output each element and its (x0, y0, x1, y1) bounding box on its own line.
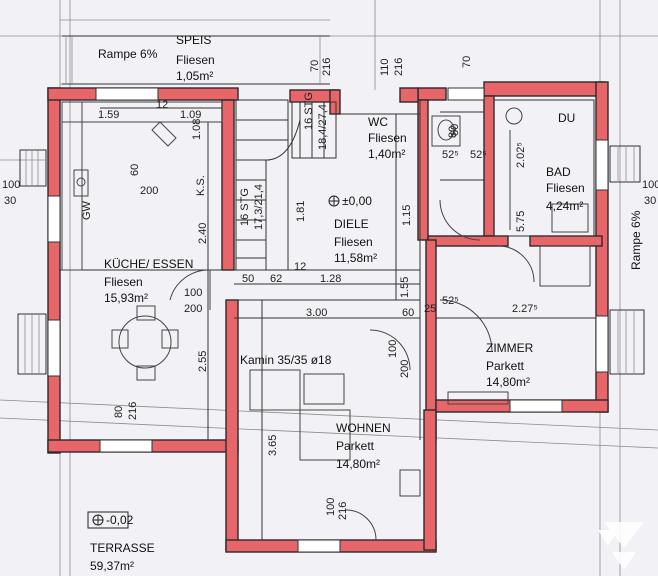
ks-label: K.S. (195, 175, 207, 196)
dim-label: 1.28 (320, 273, 341, 285)
room-wc-area: 1,40m² (368, 147, 405, 161)
room-speis-name: SPEIS (176, 33, 211, 47)
level-terrasse: -0,02 (106, 513, 134, 527)
room-wohnen-name: WOHNEN (336, 421, 391, 435)
dim-label: 216 (321, 58, 333, 76)
stairs-b-label: 16 STG (239, 188, 251, 226)
room-wc-name: WC (368, 115, 388, 129)
room-zimmer-floor: Parkett (486, 359, 525, 373)
dim-label: 62 (270, 273, 282, 285)
room-kueche-floor: Fliesen (104, 275, 143, 289)
dim-label: 2.55 (197, 351, 209, 372)
dim-label: 3.00 (306, 307, 327, 319)
dim-label: 1.15 (401, 205, 413, 226)
kamin-label: Kamin 35/35 ø18 (240, 353, 332, 367)
stairs-b-dim: 17,3/21,4 (253, 184, 265, 230)
level-marker-diele: ±0,00 (328, 194, 372, 208)
dim-label: 70 (461, 56, 473, 68)
dim-label: 110 (379, 58, 391, 76)
room-speis-area: 1,05m² (176, 69, 213, 83)
dim-label: 70 (309, 60, 321, 72)
dim-label: 80 (449, 124, 461, 136)
dim-label: 2.40 (197, 223, 209, 244)
dim-label: 12 (294, 261, 306, 273)
level-marker-terrasse: -0,02 (87, 511, 134, 529)
dim-label: 60 (129, 164, 141, 176)
room-bad-floor: Fliesen (546, 181, 585, 195)
dim-label: 60 (402, 307, 414, 319)
dim-label: 12 (156, 99, 168, 111)
dim-label: 216 (337, 502, 349, 520)
dim-label: 100 (184, 287, 202, 299)
dim-label: 5.75 (515, 211, 527, 232)
room-diele-name: DIELE (334, 217, 369, 231)
dim-label: 200 (140, 185, 158, 197)
room-bad-area: 4,24m² (546, 199, 583, 213)
dim-label: 100 (325, 498, 337, 516)
watermark-icon (598, 522, 644, 570)
dim-label: 30 (4, 195, 16, 207)
staircase (235, 99, 337, 271)
dim-label: 80 (447, 126, 459, 138)
room-zimmer-name: ZIMMER (486, 341, 534, 355)
dim-label: 25 (424, 303, 436, 315)
room-kueche-name: KÜCHE/ ESSEN (104, 257, 193, 271)
ramp-top-label: Rampe 6% (98, 47, 158, 61)
dim-label: 100 (642, 179, 658, 191)
room-speis-floor: Fliesen (176, 53, 215, 67)
room-terrasse-area: 59,37m² (90, 559, 134, 573)
dim-label: 30 (644, 195, 656, 207)
room-terrasse-name: TERRASSE (90, 541, 155, 555)
dim-label: 100 (2, 179, 20, 191)
room-kueche-area: 15,93m² (104, 291, 148, 305)
dim-label: 1.55 (399, 277, 411, 298)
shutters (17, 145, 645, 375)
bathroom-fixtures (431, 107, 589, 233)
room-zimmer-area: 14,80m² (486, 375, 530, 389)
dim-label: 1.59 (98, 109, 119, 121)
dim-label: 200 (184, 303, 202, 315)
room-diele-floor: Fliesen (334, 235, 373, 249)
dim-label: 2.27⁵ (512, 303, 538, 315)
gw-label: GW (81, 200, 93, 220)
ramp-top (62, 35, 330, 85)
dim-label: 52⁵ (470, 149, 487, 161)
room-wohnen-area: 14,80m² (336, 457, 380, 471)
windows (47, 87, 609, 553)
dim-label: 1.81 (295, 201, 307, 222)
dim-label: 3.65 (267, 435, 279, 456)
shower-label: DU (558, 111, 575, 125)
stairs-a-label: 16 STG (303, 92, 315, 130)
room-bad-name: BAD (546, 165, 571, 179)
dim-label: 100 (387, 340, 399, 358)
dim-label: 52⁵ (442, 295, 459, 307)
room-wohnen-floor: Parkett (336, 439, 375, 453)
level-diele: ±0,00 (342, 194, 372, 208)
dim-label: 52⁵ (442, 149, 459, 161)
dim-label: 2.02⁵ (515, 142, 527, 168)
stairs-a-dim: 18,4/27,4 (317, 104, 329, 150)
dim-label: 200 (399, 360, 411, 378)
interior-lines (60, 99, 595, 440)
dim-label: 216 (127, 402, 139, 420)
dimension-labels: 1.59 1.09 12 1.08 60 200 2.40 2.55 100 2… (2, 56, 658, 520)
dim-label: 80 (113, 406, 125, 418)
dimension-lines (100, 107, 596, 540)
dim-label: 216 (393, 58, 405, 76)
doors (169, 199, 535, 541)
kitchen-furniture (61, 101, 223, 381)
dim-label: 1.09 (180, 109, 201, 121)
room-diele-area: 11,58m² (334, 251, 377, 265)
dim-label: 50 (242, 273, 254, 285)
living-furniture (249, 245, 591, 497)
dim-label: 1.08 (191, 119, 203, 140)
room-wc-floor: Fliesen (368, 131, 407, 145)
ramp-right-label: Rampe 6% (629, 210, 643, 270)
